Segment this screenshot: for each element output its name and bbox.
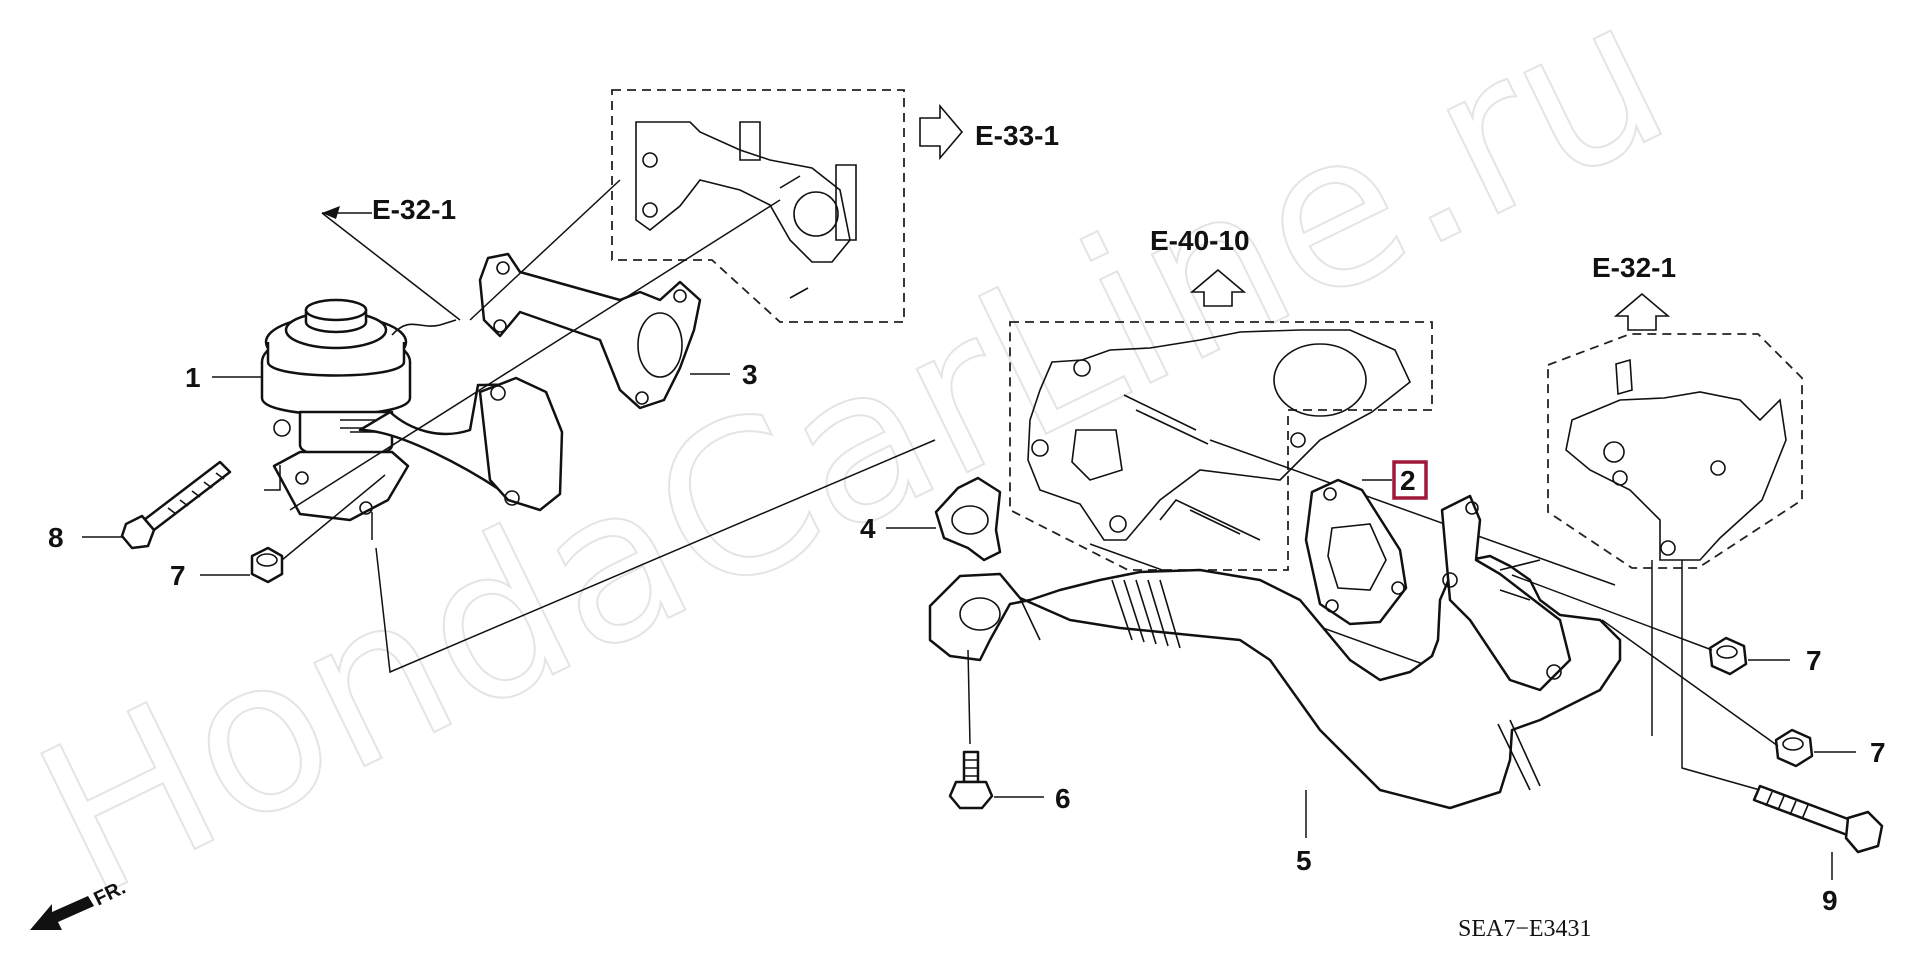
callout-e33-1[interactable]: E-33-1 [919, 103, 1059, 161]
callout-e32-1-right[interactable]: E-32-1 [1592, 252, 1676, 331]
part-6-number: 6 [1055, 783, 1071, 814]
callout-e40-10-label: E-40-10 [1150, 225, 1250, 256]
diagram-code: SEA7−E3431 [1458, 916, 1592, 942]
part-7-number-left: 7 [170, 560, 186, 591]
callout-e32-1-right-label: E-32-1 [1592, 252, 1676, 283]
part-2-number: 2 [1400, 465, 1416, 496]
part-7-number-right-upper: 7 [1806, 645, 1822, 676]
egr-elbow-pipe [272, 376, 564, 522]
part-1-egr-valve [260, 298, 457, 459]
part-1-label: 1 [185, 362, 262, 393]
bracket-reference-box [1547, 333, 1803, 569]
part-2-gasket: 2 [1304, 460, 1428, 626]
part-5-egr-pipe: 5 [928, 494, 1622, 876]
part-3-label: 3 [690, 359, 758, 390]
part-3-egr-gasket [478, 252, 702, 410]
part-4-pipe-gasket: 4 [860, 476, 1002, 562]
part-9-bolt: 9 [1681, 560, 1884, 916]
part-7-nut-left: 7 [170, 474, 386, 591]
part-5-number: 5 [1296, 845, 1312, 876]
part-1-number: 1 [185, 362, 201, 393]
part-4-number: 4 [860, 513, 876, 544]
part-7-nut-right-lower: 7 [1774, 728, 1886, 768]
part-8-number: 8 [48, 522, 64, 553]
part-2-highlight-box [1392, 460, 1428, 500]
front-direction-arrow-icon [30, 896, 94, 930]
callout-e40-10[interactable]: E-40-10 [1150, 225, 1250, 307]
part-3-number: 3 [742, 359, 758, 390]
callout-e33-1-label: E-33-1 [975, 120, 1059, 151]
callout-e32-1-left-label: E-32-1 [372, 194, 456, 225]
intake-manifold-reference-box [611, 89, 905, 323]
part-8-flange-bolt: 8 [48, 460, 232, 553]
part-7-nut-right-upper: 7 [1708, 636, 1822, 676]
callout-e32-1-left[interactable]: E-32-1 [321, 194, 461, 321]
part-9-number: 9 [1822, 885, 1838, 916]
part-7-number-right-lower: 7 [1870, 737, 1886, 768]
part-6-bolt: 6 [948, 649, 1071, 814]
